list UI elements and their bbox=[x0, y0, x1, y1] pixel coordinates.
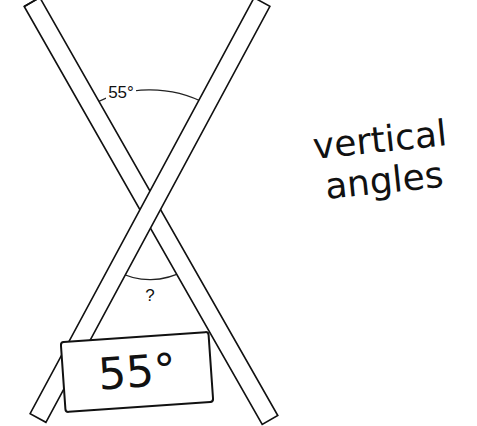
plank bbox=[30, 0, 270, 422]
sticky-note-box: 55° bbox=[60, 331, 215, 413]
answer-text: 55° bbox=[96, 345, 177, 399]
angle-label: 55° bbox=[106, 83, 136, 103]
angle-unknown: ? bbox=[143, 286, 156, 306]
plank bbox=[24, 0, 278, 425]
handwritten-note: vertical angles bbox=[291, 110, 473, 211]
